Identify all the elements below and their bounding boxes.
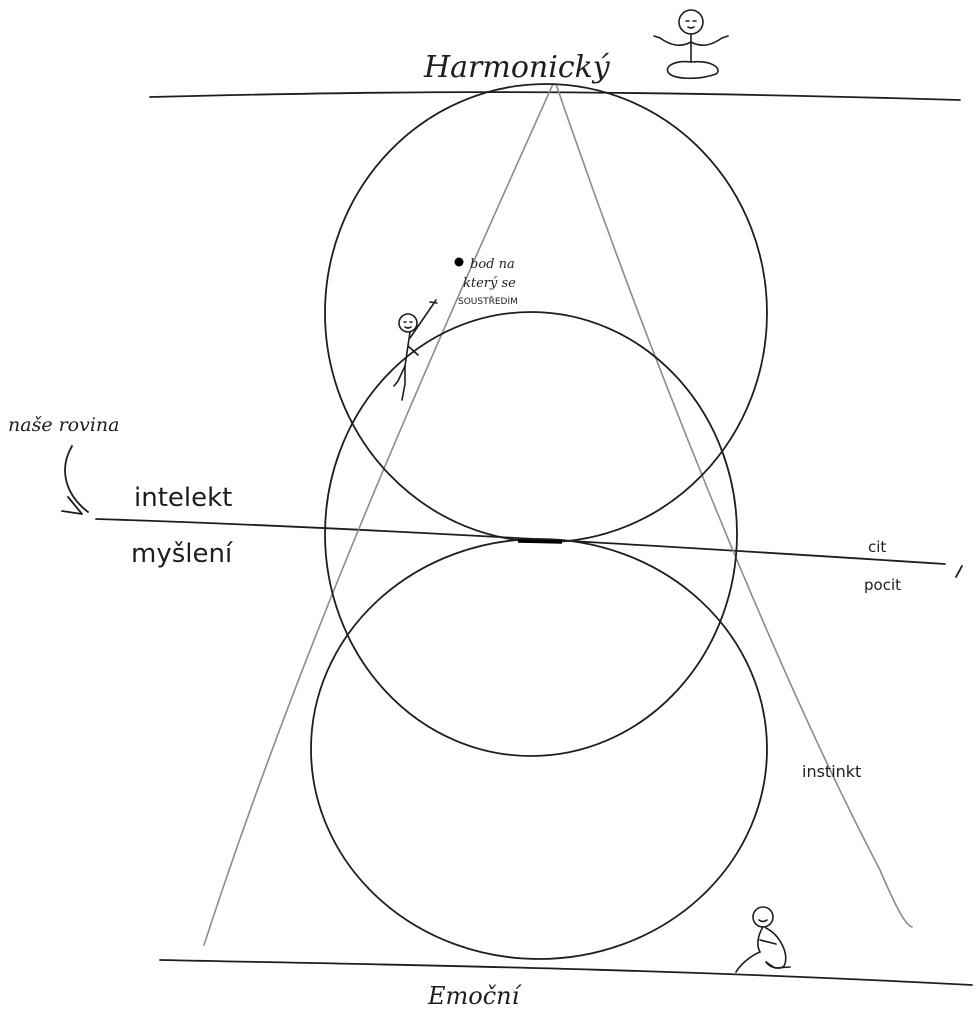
focus-point-dot — [454, 257, 464, 267]
sitting-figure-icon — [735, 906, 791, 973]
label-top: Harmonický — [423, 50, 611, 85]
label-intellect: intelekt — [134, 483, 232, 513]
lower-circle — [310, 538, 768, 960]
top-line — [149, 91, 961, 101]
plane-tick — [955, 565, 963, 578]
label-bottom: Emoční — [427, 982, 523, 1010]
meditating-figure-icon — [653, 9, 729, 80]
label-plane-note: naše rovina — [8, 414, 120, 436]
label-sense: pocit — [864, 576, 901, 594]
middle-circle — [324, 311, 738, 757]
climbing-figure-icon — [393, 299, 438, 401]
note-arrow-head — [61, 496, 83, 515]
bottom-line — [159, 959, 973, 986]
label-focus-line3: SOUSTŘEDÍM — [458, 295, 518, 307]
triangle-left-side — [203, 83, 554, 946]
triangle-right-side — [555, 83, 913, 928]
label-focus-line2: který se — [463, 276, 516, 291]
label-instinct: instinkt — [802, 762, 861, 781]
label-focus-line1: bod na — [470, 257, 515, 272]
label-thinking: myšlení — [131, 539, 233, 569]
note-arrow — [64, 445, 89, 513]
label-feeling: cit — [868, 538, 886, 556]
tangent-mark — [517, 539, 563, 544]
